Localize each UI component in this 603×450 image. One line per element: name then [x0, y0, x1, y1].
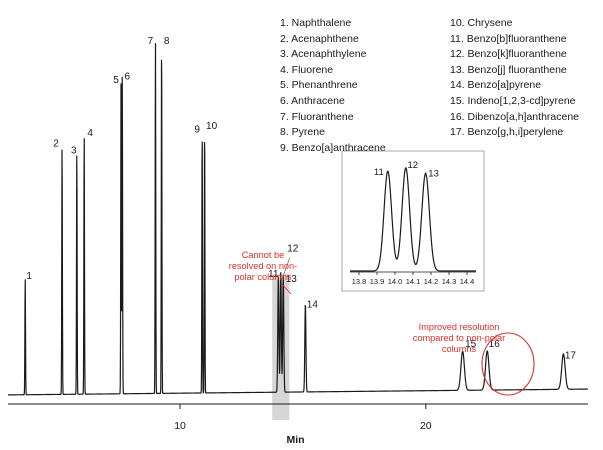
annotation-nonpolar: Cannot be resolved on non-polar columns: [228, 250, 298, 282]
inset-x-tick-label: 14.1: [406, 277, 421, 286]
peak-label: 10: [206, 121, 218, 132]
peak-label: 7: [148, 36, 154, 47]
peak-label: 15: [465, 339, 477, 350]
legend-item: 1. Naphthalene: [280, 17, 352, 29]
peak-12-leader: [281, 257, 291, 280]
peak-label: 1: [26, 271, 32, 282]
x-tick-label: 20: [420, 420, 432, 432]
inset-frame: [341, 150, 485, 292]
legend-item: 8. Pyrene: [280, 126, 325, 139]
peak-label: 17: [565, 351, 577, 362]
peak-label: 13: [286, 274, 298, 285]
peak-label: 6: [124, 71, 130, 82]
peak-label: 9: [194, 125, 200, 136]
inset-x-tick-label: 13.8: [352, 277, 367, 286]
x-tick-label: 10: [174, 420, 186, 432]
legend-left: 1. Naphthalene 2. Acenaphthene 3. Acenapht…: [280, 16, 386, 156]
legend-item: 7. Fluoranthene: [280, 110, 354, 123]
peak-label: 2: [53, 139, 59, 150]
legend-item: 5. Phenanthrene: [280, 79, 358, 92]
inset-peak-label: 12: [408, 160, 419, 171]
legend-item: 11. Benzo[b]fluoranthene: [450, 32, 567, 45]
peak-label: 16: [489, 339, 501, 350]
legend-right: 10. Chrysene 11. Benzo[b]fluoranthene 12. …: [450, 16, 579, 141]
legend-item: 17. Benzo[g,h,i]perylene: [450, 126, 564, 139]
peak-label: 14: [307, 300, 319, 311]
legend-item: 12. Benzo[k]fluoranthene: [450, 48, 567, 61]
inset-x-tick-label: 14.2: [424, 277, 439, 286]
legend-item: 13. Benzo[j] fluoranthene: [450, 63, 567, 76]
inset-peak-label: 13: [428, 168, 439, 179]
peak-label: 4: [87, 128, 93, 139]
peak-label: 5: [113, 75, 119, 86]
inset-x-tick-label: 14.3: [442, 277, 457, 286]
legend-item: 16. Dibenzo[a,h]anthracene: [450, 110, 580, 123]
x-axis-title: Min: [287, 434, 305, 446]
peak-label: 11: [268, 269, 279, 280]
legend-item: 3. Acenaphthylene: [280, 48, 367, 61]
legend-item: 2. Acenaphthene: [280, 32, 359, 45]
inset-x-tick-label: 14.4: [460, 277, 475, 286]
annotation-improved: Improved resolution compared to non-pola…: [412, 322, 506, 354]
inset-x-tick-label: 13.9: [370, 277, 385, 286]
legend-item: 10. Chrysene: [450, 17, 513, 29]
inset-x-tick-label: 14.0: [388, 277, 403, 286]
legend-item: 6. Anthracene: [280, 94, 345, 107]
inset-peak-label: 11: [374, 167, 384, 178]
legend-item: 4. Fluorene: [280, 63, 334, 76]
legend-item: 15. Indeno[1,2,3-cd]pyrene: [450, 94, 576, 107]
peak-label: 8: [164, 36, 170, 47]
legend-item: 9. Benzo[a]anthracene: [280, 141, 386, 154]
peak-label: 12: [287, 244, 299, 255]
legend-item: 14. Benzo[a]pyrene: [450, 79, 542, 92]
annotation-circle: [481, 332, 535, 396]
peak-label: 3: [71, 146, 77, 157]
inset-trace: [350, 167, 476, 272]
annotation-nonpolar-arrow: [280, 282, 292, 295]
